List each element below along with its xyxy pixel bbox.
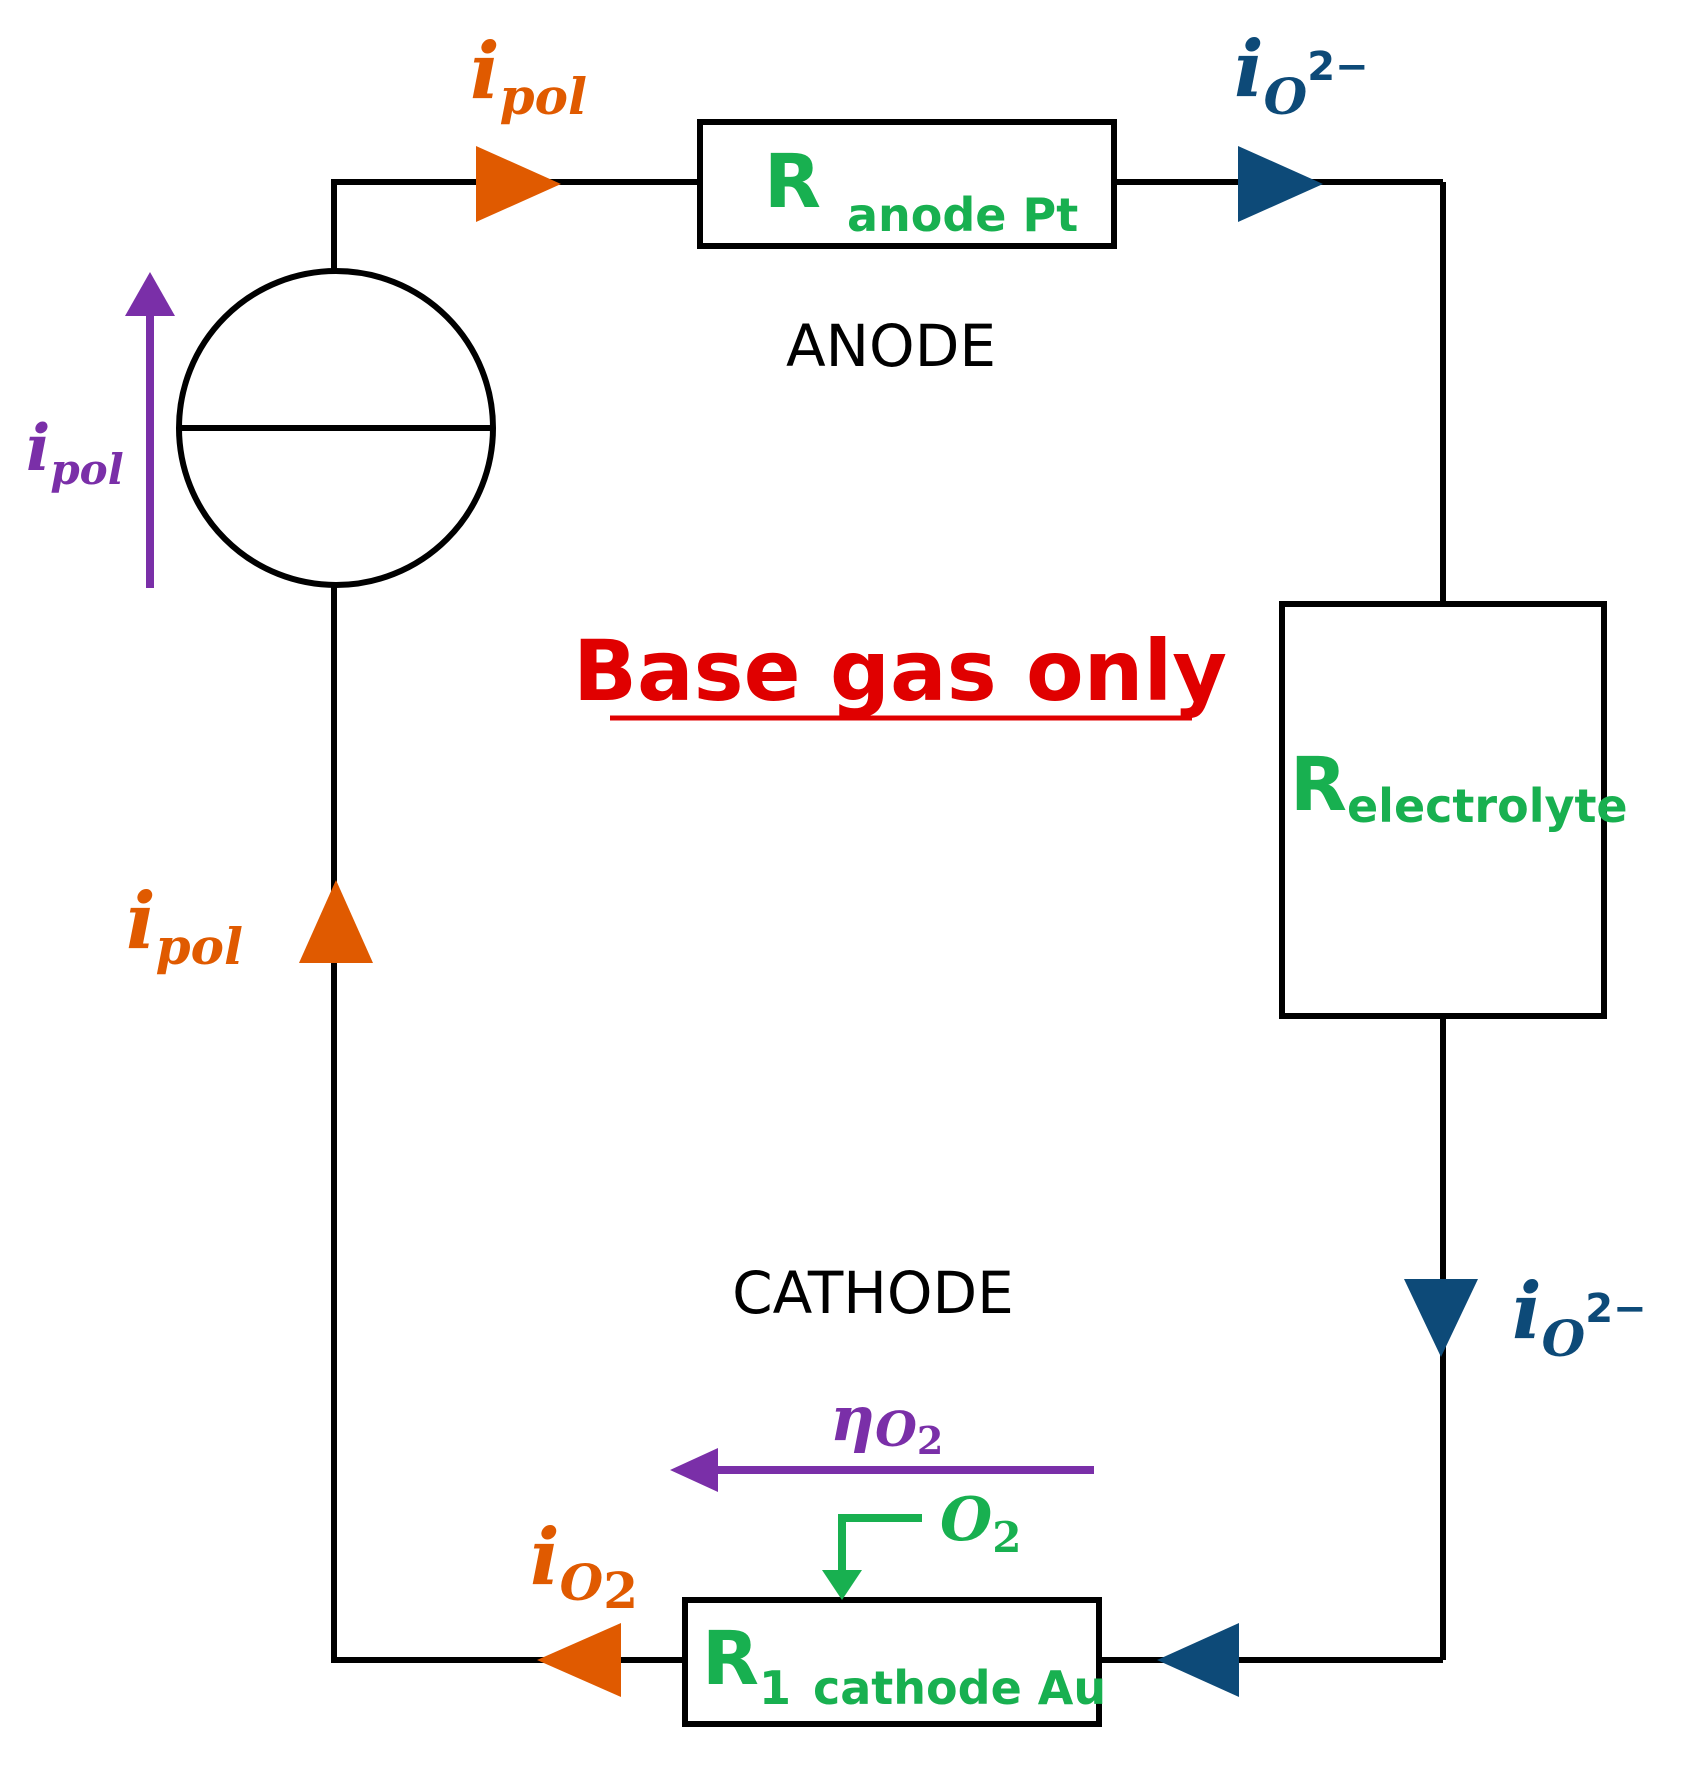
diagram-title: Base gas only — [573, 622, 1227, 720]
anode-label: ANODE — [786, 312, 996, 380]
current-oxide-label-top: iO2− — [1234, 24, 1369, 126]
arrow-navy-top — [1238, 146, 1323, 222]
polarization-arrow — [125, 272, 175, 588]
current-pol-label-source: ipol — [26, 411, 124, 494]
wire-bottom-left — [331, 586, 682, 1663]
resistor-electrolyte-box — [1279, 601, 1607, 1019]
arrow-navy-right — [1404, 1279, 1478, 1357]
current-pol-label-left: ipol — [126, 876, 243, 976]
current-source-icon — [176, 268, 496, 588]
arrow-orange-top — [476, 146, 561, 222]
cathode-label: CATHODE — [732, 1259, 1014, 1327]
current-pol-label-top: ipol — [470, 26, 587, 126]
overpotential-arrow — [670, 1448, 1094, 1492]
overpotential-label: ηO2 — [830, 1382, 943, 1463]
gas-o2-label: O2 — [940, 1485, 1022, 1562]
current-oxide-label-right: iO2− — [1512, 1266, 1647, 1368]
arrow-orange-bottom — [537, 1623, 621, 1697]
wire-top-left — [331, 179, 697, 272]
current-o2-label: iO2 — [530, 1512, 638, 1620]
resistor-anode-box — [697, 119, 1117, 249]
arrow-navy-bottom — [1157, 1623, 1239, 1697]
o2-inflow-arrow — [822, 1514, 922, 1600]
resistor-electrolyte-label: Relectrolyte — [1290, 742, 1628, 833]
arrow-orange-left — [299, 880, 373, 963]
resistor-cathode-box — [682, 1597, 1102, 1727]
